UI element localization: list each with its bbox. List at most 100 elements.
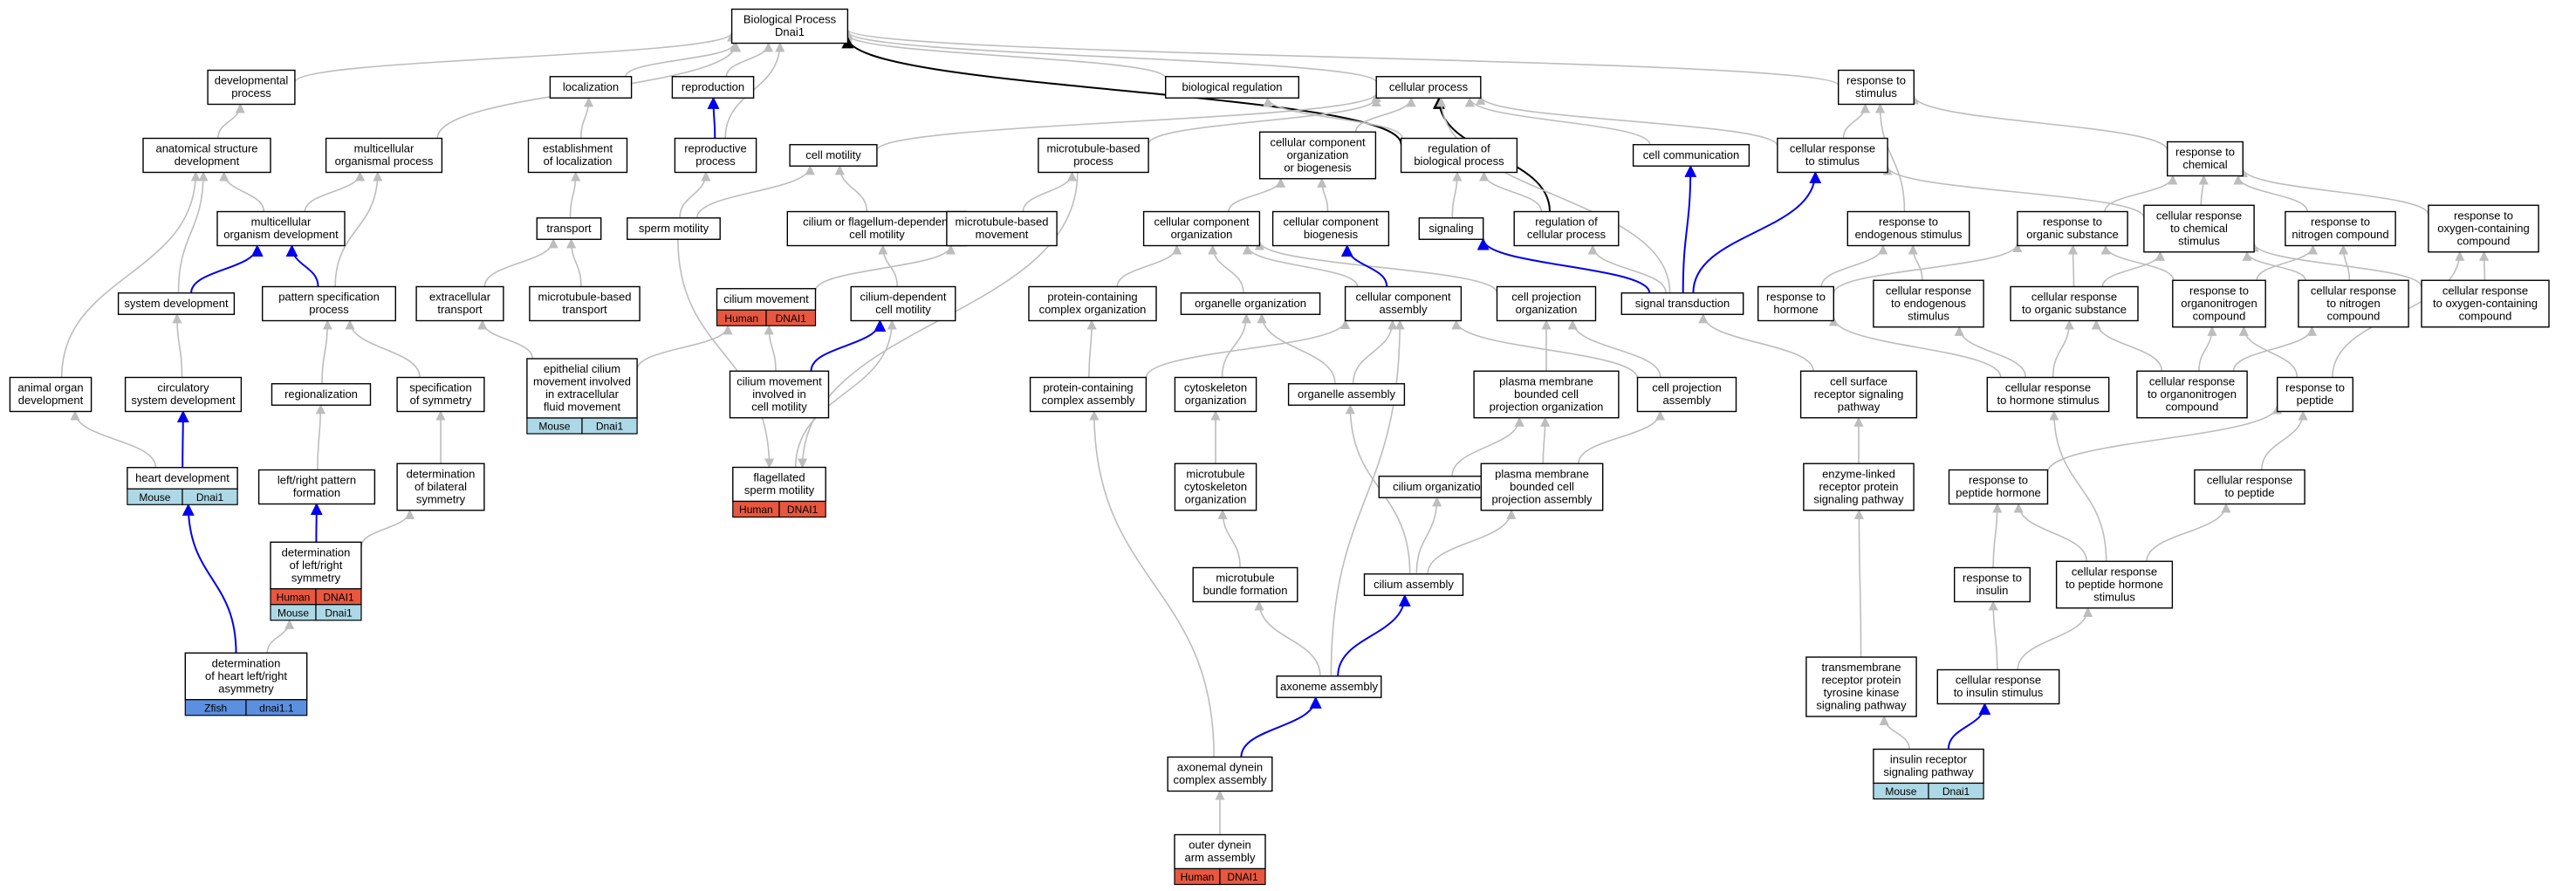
node-organorg[interactable]: organelle organization — [1180, 292, 1321, 315]
node-box — [1632, 144, 1750, 167]
node-regionalization[interactable]: regionalization — [271, 383, 372, 406]
edge-patspec-to-multiorgproc — [334, 171, 383, 287]
node-cellproc[interactable]: cellular process — [1375, 76, 1482, 99]
edge-cellresporg-to-cellrespchem — [2101, 250, 2166, 287]
node-label: epithelial cilium — [544, 362, 620, 375]
node-sigtrans[interactable]: signal transduction — [1620, 292, 1744, 315]
edge-resporgnit-to-respnitro — [2256, 244, 2319, 281]
node-bioreg[interactable]: biological regulation — [1164, 76, 1299, 99]
node-reproduction[interactable]: reproduction — [671, 76, 755, 99]
node-axoassembly[interactable]: axoneme assembly — [1276, 675, 1382, 698]
node-transport[interactable]: transport — [536, 217, 602, 240]
node-signaling[interactable]: signaling — [1418, 217, 1484, 240]
node-organassembly[interactable]: organelle assembly — [1287, 383, 1406, 406]
node-box — [1363, 573, 1464, 596]
node-box — [124, 376, 243, 413]
node-localization[interactable]: localization — [549, 76, 633, 99]
node-label: protein-containing — [1043, 381, 1133, 394]
node-label: developmental — [215, 74, 289, 87]
node-spermmot[interactable]: sperm motility — [627, 217, 721, 240]
node-cellcomm[interactable]: cell communication — [1632, 144, 1750, 167]
node-label: cellular response — [2031, 291, 2117, 304]
node-label: complex assembly — [1042, 394, 1135, 407]
node-label: response to — [1963, 572, 2022, 585]
node-sysdev[interactable]: system development — [117, 292, 236, 315]
node-cilassembly[interactable]: cilium assembly — [1363, 573, 1464, 596]
node-box — [1174, 463, 1257, 511]
node-cilorg[interactable]: cilium organization — [1378, 476, 1502, 498]
node-cellmotility[interactable]: cell motility — [789, 144, 878, 167]
